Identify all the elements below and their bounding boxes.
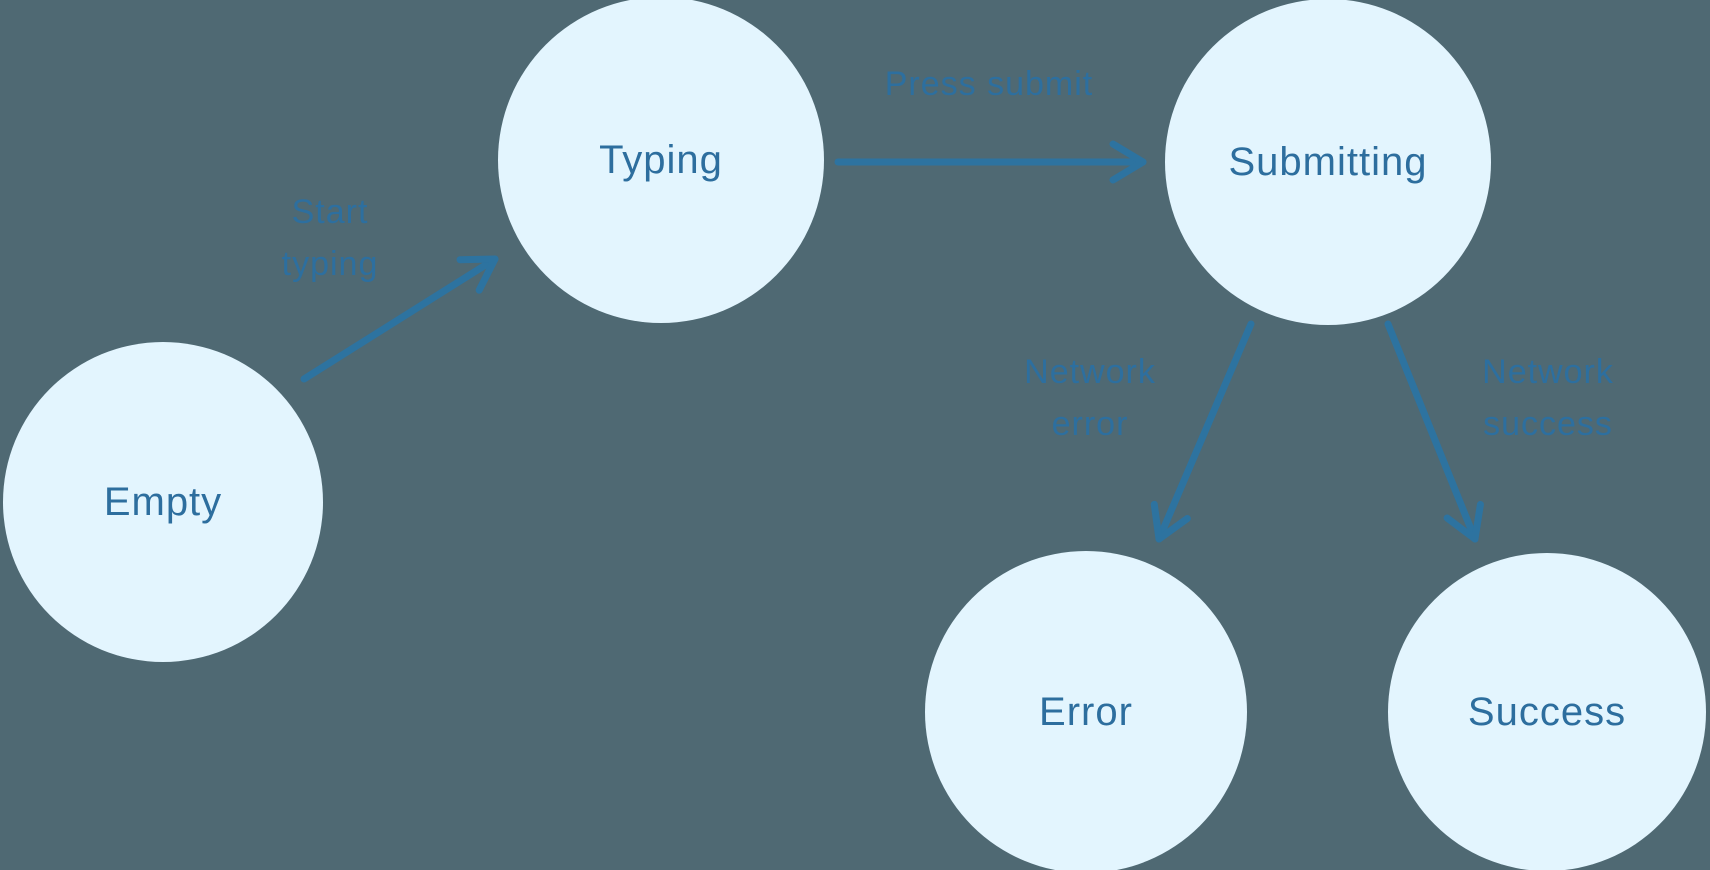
edge-label-start-typing: Start typing: [282, 186, 379, 290]
arrow-submitting-to-success: [1384, 320, 1484, 543]
edge-label-network-success: Network success: [1482, 346, 1614, 450]
state-label-submitting: Submitting: [1228, 139, 1428, 184]
state-node-empty: Empty: [3, 342, 323, 662]
arrow-empty-to-typing: [300, 255, 499, 383]
state-label-typing: Typing: [599, 137, 723, 182]
state-label-empty: Empty: [103, 479, 223, 524]
edge-label-line: Network: [1024, 353, 1156, 391]
arrow-submitting-to-error: [1150, 320, 1255, 543]
edge-label-line: typing: [281, 245, 379, 283]
edge-label-line: Press submit: [884, 65, 1094, 103]
edge-label-press-submit: Press submit: [885, 60, 1094, 108]
edge-label-network-error: Network error: [1024, 346, 1156, 450]
state-node-error: Error: [925, 551, 1247, 870]
edge-label-line: success: [1483, 405, 1613, 443]
state-label-success: Success: [1467, 689, 1627, 734]
edge-label-line: error: [1051, 405, 1129, 443]
edge-label-line: Network: [1482, 353, 1614, 391]
state-node-submitting: Submitting: [1165, 0, 1491, 325]
edge-label-line: Start: [291, 193, 369, 231]
state-node-typing: Typing: [498, 0, 824, 323]
state-label-error: Error: [1039, 689, 1133, 734]
state-node-success: Success: [1388, 553, 1706, 870]
